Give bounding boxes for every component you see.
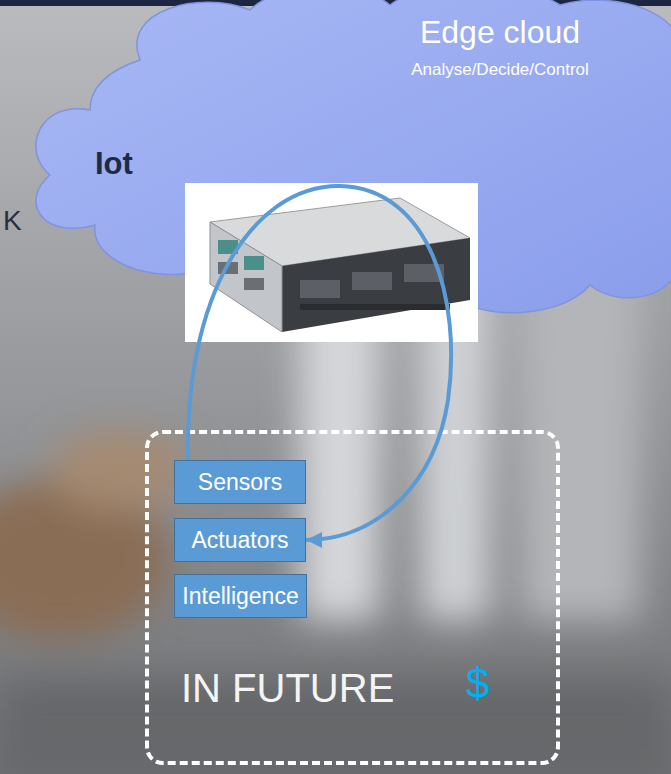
region-label: IN FUTURE bbox=[181, 666, 394, 711]
partial-heading: Iot bbox=[95, 146, 133, 182]
sensors-box: Sensors bbox=[174, 460, 306, 504]
intelligence-box: Intelligence bbox=[174, 574, 307, 618]
box-label: Actuators bbox=[191, 527, 288, 554]
box-label: Sensors bbox=[198, 469, 282, 496]
future-region: IN FUTURE SensorsActuatorsIntelligence bbox=[145, 430, 560, 765]
actuators-box: Actuators bbox=[174, 518, 306, 562]
cloud-subtitle: Analyse/Decide/Control bbox=[360, 60, 640, 80]
feedback-arrow bbox=[188, 186, 451, 540]
cloud-title: Edge cloud bbox=[360, 14, 640, 51]
box-label: Intelligence bbox=[182, 583, 298, 610]
partial-text: K bbox=[3, 205, 22, 237]
dollar-sign: $ bbox=[466, 660, 489, 708]
